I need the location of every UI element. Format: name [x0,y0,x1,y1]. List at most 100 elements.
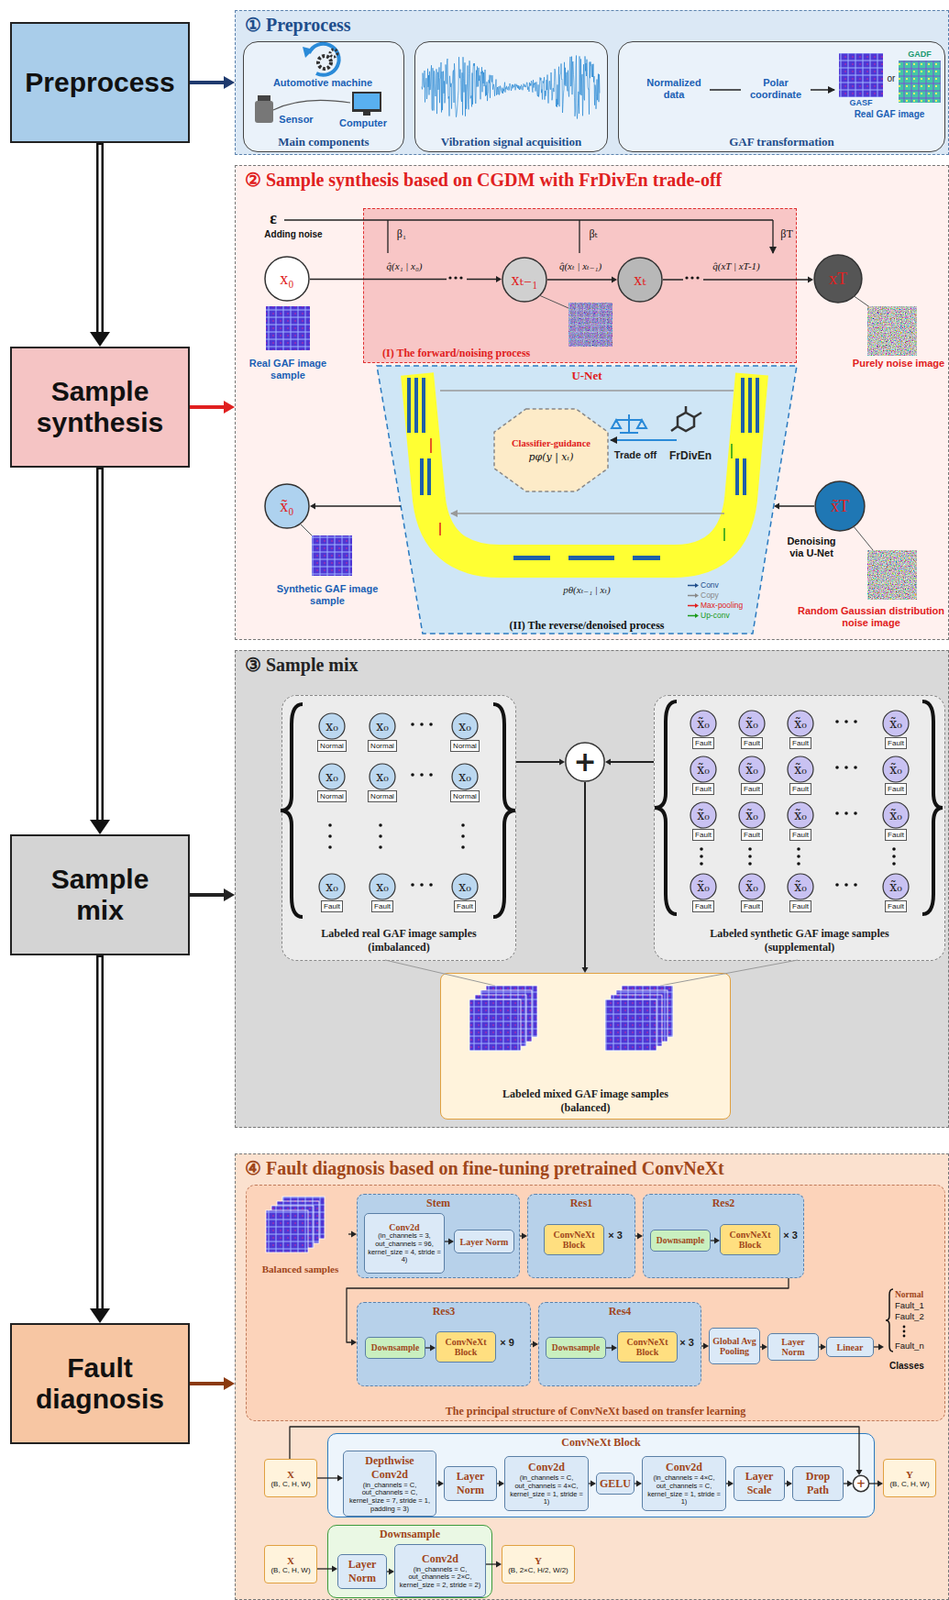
sample-circle: x₀Normal [313,762,351,806]
node-text: ④ Fault diagnosis based on fine-tuning p… [244,1157,725,1180]
node-text: Normal [894,1289,924,1301]
state-circle: xₜ [617,256,663,303]
legend-text: Copy [700,590,719,601]
node-text: Normal [367,739,398,752]
node-text: Layer Norm [460,1236,509,1247]
connector [89,143,111,347]
block-box: ConvNeXt Block [719,1224,781,1256]
sample-circle: x̃₀Fault [684,872,722,916]
layer-box: Layer Norm [443,1466,497,1501]
connector [519,1233,528,1240]
layer-box: Layer Norm [453,1229,515,1254]
noise-schedule [284,220,773,254]
connector [606,1345,618,1352]
component-card: Vibration signal acquisition [414,41,608,153]
legend-line [687,584,696,587]
node-text: Labeled mixed GAF image samples (balance… [477,1087,694,1115]
sum-circle: + [564,741,606,783]
label-text: Trade off [608,449,663,462]
node-text: x₀ [458,712,472,740]
label-text: ε [264,209,283,230]
layer-box: Conv2d(in_channels = 4×C, out_channels =… [641,1456,727,1512]
sample-box: Labeled mixed GAF image samples (balance… [440,972,731,1120]
node-text: Conv2d [388,1222,420,1233]
downsample-box: Downsample [650,1229,711,1252]
node-text: Res1 [570,1196,594,1211]
node-text: (II) The reverse/denoised process [509,618,665,633]
connector [662,276,814,284]
node-text: x̃₀ [696,709,710,738]
legend-text: Max-pooling [700,600,743,611]
legend-text: Conv [700,580,719,591]
sum-circle: + [852,1475,870,1492]
process-region: (I) The forward/noising processxₜ₋₁xₜ [363,208,797,364]
node-text: ConvNeXt Block [619,1336,675,1358]
node-text: x₀ [458,872,472,901]
node-text: ConvNeXt Block [722,1229,778,1250]
stage-box: Fault diagnosis [10,1323,190,1445]
node-text: Fault [884,900,907,913]
sample-circle: x̃₀Fault [733,755,771,798]
connector [346,1278,789,1347]
node-text: U-Net [571,368,602,384]
node-text: x₀ [458,762,472,791]
node-text: pφ(y | xₜ) [528,451,574,464]
label-text: Automotive machine [267,77,378,89]
connector [189,888,235,902]
node-text: x̃₀ [745,709,759,738]
node-text: x₀ [325,872,339,901]
tensor-box: X(B, C, H, W) [264,1544,318,1584]
label-text: βₜ [582,227,605,241]
ellipsis-dots [446,274,704,282]
stage-group: Res2DownsampleConvNeXt Block [642,1193,805,1279]
connector [701,1343,709,1350]
node-text: (in_channels = C, out_channels = 2×C, ke… [397,1566,483,1590]
label-text: Sensor [275,113,318,126]
node-text: x₀ [375,712,389,740]
sample-circle: x̃₀Fault [877,755,915,798]
sample-circle: x₀Normal [446,762,484,806]
connector [726,1480,734,1488]
machine-icon [302,44,340,76]
node-text: x̃₀ [794,709,807,738]
node-text: (B, C, H, W) [270,1566,310,1575]
sample-circle: x̃₀Fault [733,872,771,916]
node-text: Downsample [551,1343,600,1353]
node-text: (B, C, H, W) [889,1479,929,1489]
unet-shape [407,374,760,562]
node-text: Sample synthesis [22,375,177,440]
connector [189,400,235,414]
node-text: Normal [317,790,347,803]
label-text: Random Gaussian distribution noise image [794,605,949,629]
label-text: Purely noise image [850,357,947,370]
node-text: Preprocess [24,66,175,100]
connector [784,1480,793,1488]
node-text: Fault [884,828,907,841]
node-text: x̃₀ [794,755,807,784]
connector [869,1480,883,1488]
edge-label: q̂(x₁ | x₀) [363,260,446,273]
class-list: NormalFault_1Fault_2Fault_nClasses [883,1285,943,1405]
node-text: xₜ₋₁ [510,269,538,290]
node-text: Conv2d [421,1552,459,1567]
node-text: xₜ [633,269,646,290]
node-text: Fault_1 [894,1300,925,1312]
vibration-waveform [421,55,600,120]
node-text: Fault [789,783,812,795]
legend-arrow [695,603,699,608]
connector [309,275,502,283]
connector [760,1344,768,1351]
sample-circle: x̃₀Fault [733,709,771,752]
layer-box: Depthwise Conv2d(in_channels = C, out_ch… [342,1450,437,1518]
label-text: or [883,73,899,85]
node-text: Fault [692,737,715,750]
layer-box: Global Avg Pooling [708,1327,761,1365]
connector [444,1238,454,1246]
stage-box: Sample synthesis [10,346,190,468]
node-text: x̃₀ [745,801,759,829]
node-text: Fault [789,737,812,750]
sample-group: Labeled synthetic GAF image samples (sup… [653,695,946,961]
label-text: GASF [838,98,883,109]
gaf-images [709,53,941,103]
sample-circle: x̃₀Fault [782,801,819,844]
